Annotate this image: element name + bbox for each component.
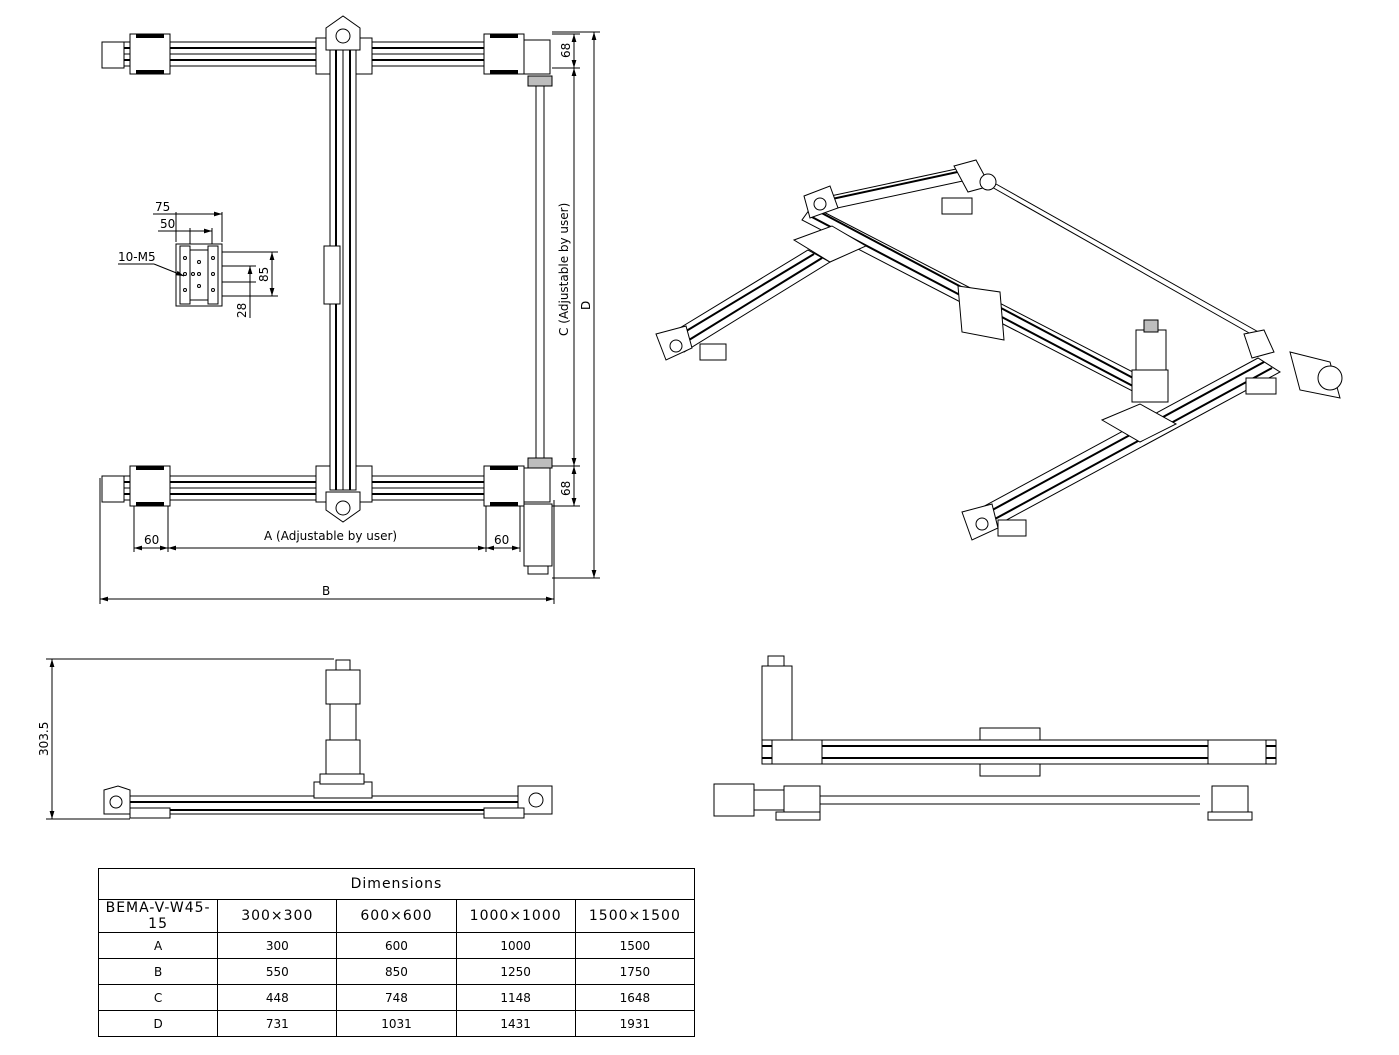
front-view: 303.5 bbox=[37, 658, 553, 820]
isometric-view bbox=[655, 159, 1343, 541]
table-cell: 748 bbox=[336, 984, 457, 1011]
bottom-rail bbox=[101, 465, 529, 507]
dim-d-label: D bbox=[579, 301, 593, 310]
table-cell: 1931 bbox=[574, 1010, 696, 1037]
dim-85-label: 85 bbox=[257, 267, 271, 282]
table-header-row: BEMA-V-W45-15 300×300 600×600 1000×1000 … bbox=[97, 899, 696, 933]
dim-c: C (Adjustable by user) bbox=[557, 68, 577, 466]
dim-28-label: 28 bbox=[235, 303, 249, 318]
table-cell: 1148 bbox=[455, 984, 576, 1011]
table-row: D 731 1031 1431 1931 bbox=[97, 1010, 696, 1037]
dim-a: 60 A (Adjustable by user) 60 bbox=[133, 506, 521, 552]
side-view bbox=[713, 655, 1277, 821]
row-label: D bbox=[97, 1010, 219, 1037]
dim-a-label: A (Adjustable by user) bbox=[264, 529, 397, 543]
top-rail bbox=[101, 33, 529, 75]
table-cell: 300 bbox=[217, 932, 338, 959]
table-cell: 731 bbox=[217, 1010, 338, 1037]
dimensions-table: Dimensions BEMA-V-W45-15 300×300 600×600… bbox=[97, 868, 696, 1037]
dim-68-top-label: 68 bbox=[559, 43, 573, 58]
table-model: BEMA-V-W45-15 bbox=[97, 899, 219, 933]
dim-50-label: 50 bbox=[160, 217, 175, 231]
table-title-row: Dimensions bbox=[98, 868, 695, 900]
dim-68-bottom: 68 bbox=[552, 465, 580, 507]
table-cell: 1648 bbox=[574, 984, 696, 1011]
table-cell: 1500 bbox=[574, 932, 696, 959]
dim-68-bottom-label: 68 bbox=[559, 481, 573, 496]
column-header: 1500×1500 bbox=[574, 899, 696, 933]
row-label: B bbox=[97, 958, 219, 985]
dim-d: D bbox=[552, 31, 600, 579]
drive-shaft bbox=[523, 39, 553, 575]
gantry-beam bbox=[323, 15, 361, 523]
dim-303-5-label: 303.5 bbox=[37, 722, 51, 756]
row-label: C bbox=[97, 984, 219, 1011]
dim-60-right-label: 60 bbox=[494, 533, 509, 547]
dim-b-label: B bbox=[322, 584, 330, 598]
callout-10-m5: 10-M5 bbox=[118, 250, 156, 264]
column-header: 1000×1000 bbox=[455, 899, 576, 933]
table-cell: 550 bbox=[217, 958, 338, 985]
table-row: C 448 748 1148 1648 bbox=[97, 984, 696, 1011]
table-cell: 600 bbox=[336, 932, 457, 959]
column-header: 300×300 bbox=[217, 899, 338, 933]
dim-75-label: 75 bbox=[155, 200, 170, 214]
table-cell: 850 bbox=[336, 958, 457, 985]
table-row: B 550 850 1250 1750 bbox=[97, 958, 696, 985]
table-title: Dimensions bbox=[98, 868, 695, 900]
table-cell: 1031 bbox=[336, 1010, 457, 1037]
dim-b: B bbox=[99, 478, 555, 604]
dim-68-top: 68 bbox=[552, 33, 580, 69]
table-cell: 1250 bbox=[455, 958, 576, 985]
dim-60-left-label: 60 bbox=[144, 533, 159, 547]
top-view: 68 68 C (Adjustable by user) D bbox=[99, 15, 600, 604]
table-cell: 1431 bbox=[455, 1010, 576, 1037]
table-cell: 448 bbox=[217, 984, 338, 1011]
table-row: A 300 600 1000 1500 bbox=[97, 932, 696, 959]
row-label: A bbox=[97, 932, 219, 959]
carriage-detail: 75 50 10-M5 85 28 bbox=[118, 200, 278, 318]
table-cell: 1750 bbox=[574, 958, 696, 985]
dim-c-label: C (Adjustable by user) bbox=[557, 203, 571, 336]
column-header: 600×600 bbox=[336, 899, 457, 933]
table-cell: 1000 bbox=[455, 932, 576, 959]
